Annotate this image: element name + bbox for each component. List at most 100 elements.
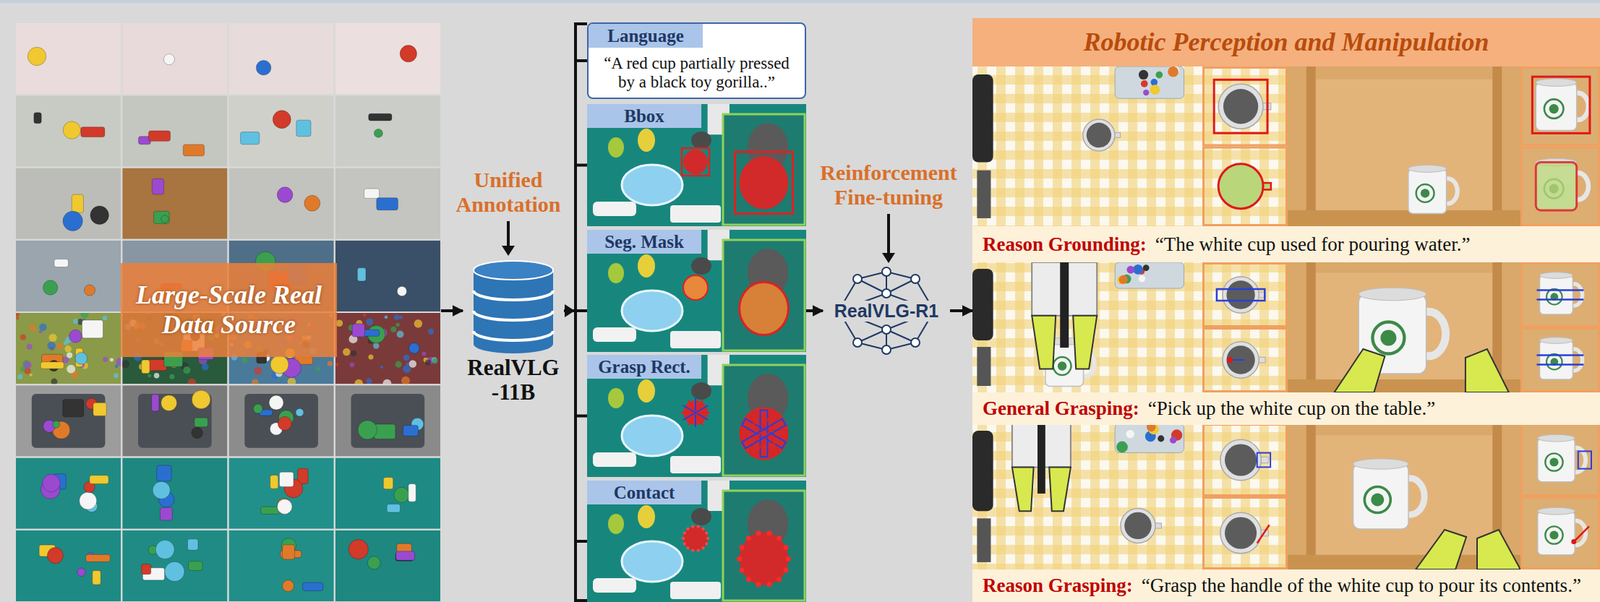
pattern-dot xyxy=(64,345,72,353)
dataset-photo xyxy=(229,385,335,457)
pattern-dot xyxy=(402,365,411,374)
crop-frame xyxy=(1203,147,1287,226)
object xyxy=(92,570,102,585)
crop-frame xyxy=(1521,328,1600,392)
connector xyxy=(563,165,588,312)
dataset-photo xyxy=(335,240,441,312)
bbox-mark xyxy=(681,148,710,176)
contact-point xyxy=(696,549,700,553)
mask-mark xyxy=(739,281,789,335)
contact-point xyxy=(681,537,685,541)
pattern-dot xyxy=(169,374,175,380)
photo-ground xyxy=(15,313,121,384)
red-cup xyxy=(683,526,708,551)
photo-ground xyxy=(15,530,121,602)
annotation-image xyxy=(587,480,807,602)
gripper-finger xyxy=(1415,529,1467,570)
gripper-plate xyxy=(1059,262,1069,348)
contact-point xyxy=(776,535,782,541)
object xyxy=(161,395,178,412)
pattern-dot xyxy=(182,366,191,374)
mug xyxy=(1535,162,1577,211)
grasp-rect-mark xyxy=(760,410,768,457)
object xyxy=(152,481,170,499)
mug-logo xyxy=(1364,487,1391,514)
object xyxy=(52,421,71,439)
red-cup xyxy=(739,281,789,335)
contact-point xyxy=(1226,357,1233,363)
object xyxy=(399,45,417,63)
shelf-wood xyxy=(1520,146,1600,228)
contact-point xyxy=(736,556,742,562)
mat xyxy=(587,354,807,478)
annotation-panel: Bbox xyxy=(587,104,807,227)
object xyxy=(90,206,110,225)
pattern-dot xyxy=(335,362,340,367)
pattern-dot xyxy=(26,344,33,350)
panel-title: Robotic Perception and Manipulation xyxy=(972,18,1600,67)
crop-frame xyxy=(1203,425,1287,496)
object xyxy=(62,399,84,418)
pattern-dot xyxy=(425,360,431,366)
bottle xyxy=(592,327,637,342)
label-holder: Unified Annotation xyxy=(443,167,574,217)
cup xyxy=(1218,164,1264,209)
annotation-panel: Seg. Mask xyxy=(587,229,807,353)
red-cup xyxy=(739,156,789,209)
object xyxy=(386,504,400,513)
dataset-photo xyxy=(335,385,441,457)
object xyxy=(62,211,83,231)
grasp-rect-mark xyxy=(1257,453,1271,468)
object xyxy=(89,475,109,485)
task-name: General Grasping: xyxy=(982,397,1140,421)
pattern-dot xyxy=(114,364,119,369)
shelf-side xyxy=(1306,262,1316,393)
object xyxy=(42,474,61,492)
contact-point xyxy=(776,576,782,583)
mat xyxy=(587,480,807,602)
object xyxy=(191,427,203,439)
object xyxy=(276,499,293,515)
network-unit xyxy=(910,274,920,284)
contact-line xyxy=(1257,524,1270,543)
gripper-finger xyxy=(1333,349,1385,393)
task-instruction: “Grasp the handle of the white cup to po… xyxy=(1141,574,1582,598)
process-label: Unified Annotation xyxy=(443,167,574,217)
shelf-photo xyxy=(1287,423,1521,570)
pattern-dot xyxy=(56,342,64,350)
dataset-photo xyxy=(229,23,335,94)
object xyxy=(282,580,295,593)
task-name: Reason Grounding: xyxy=(982,233,1147,256)
pear xyxy=(608,263,624,284)
object xyxy=(182,144,204,157)
pattern-dot xyxy=(432,358,438,364)
object xyxy=(161,215,169,223)
contact-point xyxy=(706,537,710,541)
photo-ground xyxy=(15,240,121,312)
mug-logo xyxy=(1057,361,1067,371)
shelf-side xyxy=(1306,66,1316,227)
object xyxy=(86,554,111,562)
toy xyxy=(1143,89,1149,96)
photo-ground xyxy=(229,530,335,602)
photo-ground xyxy=(335,240,441,312)
toy xyxy=(1157,435,1165,442)
task-caption-bar: General Grasping:“Pick up the white cup … xyxy=(972,392,1600,426)
contact-point xyxy=(683,532,687,536)
language-panel: Language“A red cup partially pressed by … xyxy=(587,22,807,100)
mug-logo xyxy=(1420,188,1430,198)
object xyxy=(282,545,295,560)
crop-view xyxy=(1520,66,1600,147)
pattern-dot xyxy=(362,313,367,317)
grasp-rect-mark xyxy=(683,405,709,421)
mug-rim xyxy=(1537,434,1576,442)
gingham-cloth xyxy=(972,423,1203,570)
object xyxy=(295,408,304,417)
photo-ground xyxy=(15,385,121,457)
gripper-finger xyxy=(1031,315,1056,370)
photo-ground xyxy=(229,168,335,240)
object xyxy=(279,472,294,487)
photo-ground xyxy=(15,168,121,240)
pear xyxy=(608,137,624,158)
photo-ground xyxy=(229,23,335,94)
